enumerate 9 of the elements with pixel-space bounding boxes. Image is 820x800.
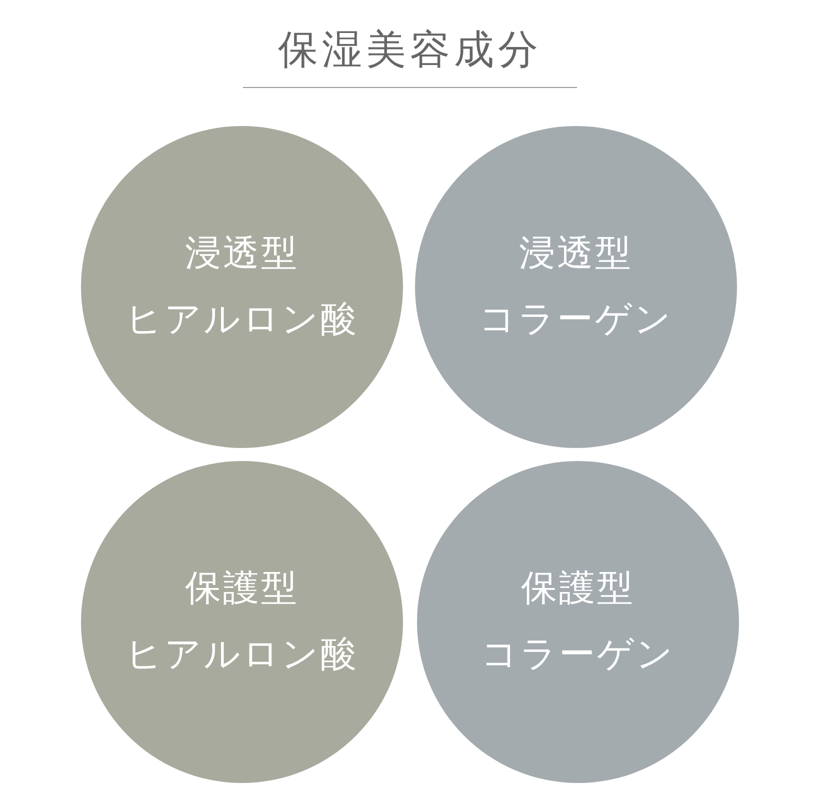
node-text: 浸透型 [519,232,633,276]
node-text: コラーゲン [479,298,673,342]
node-text: ヒアルロン酸 [126,633,358,677]
node-text: 保護型 [521,567,635,611]
node-text: ヒアルロン酸 [126,298,358,342]
title: 保湿美容成分 [277,26,543,75]
node-text: 浸透型 [185,232,299,276]
node-text: 保護型 [185,567,299,611]
node-text: コラーゲン [481,633,675,677]
